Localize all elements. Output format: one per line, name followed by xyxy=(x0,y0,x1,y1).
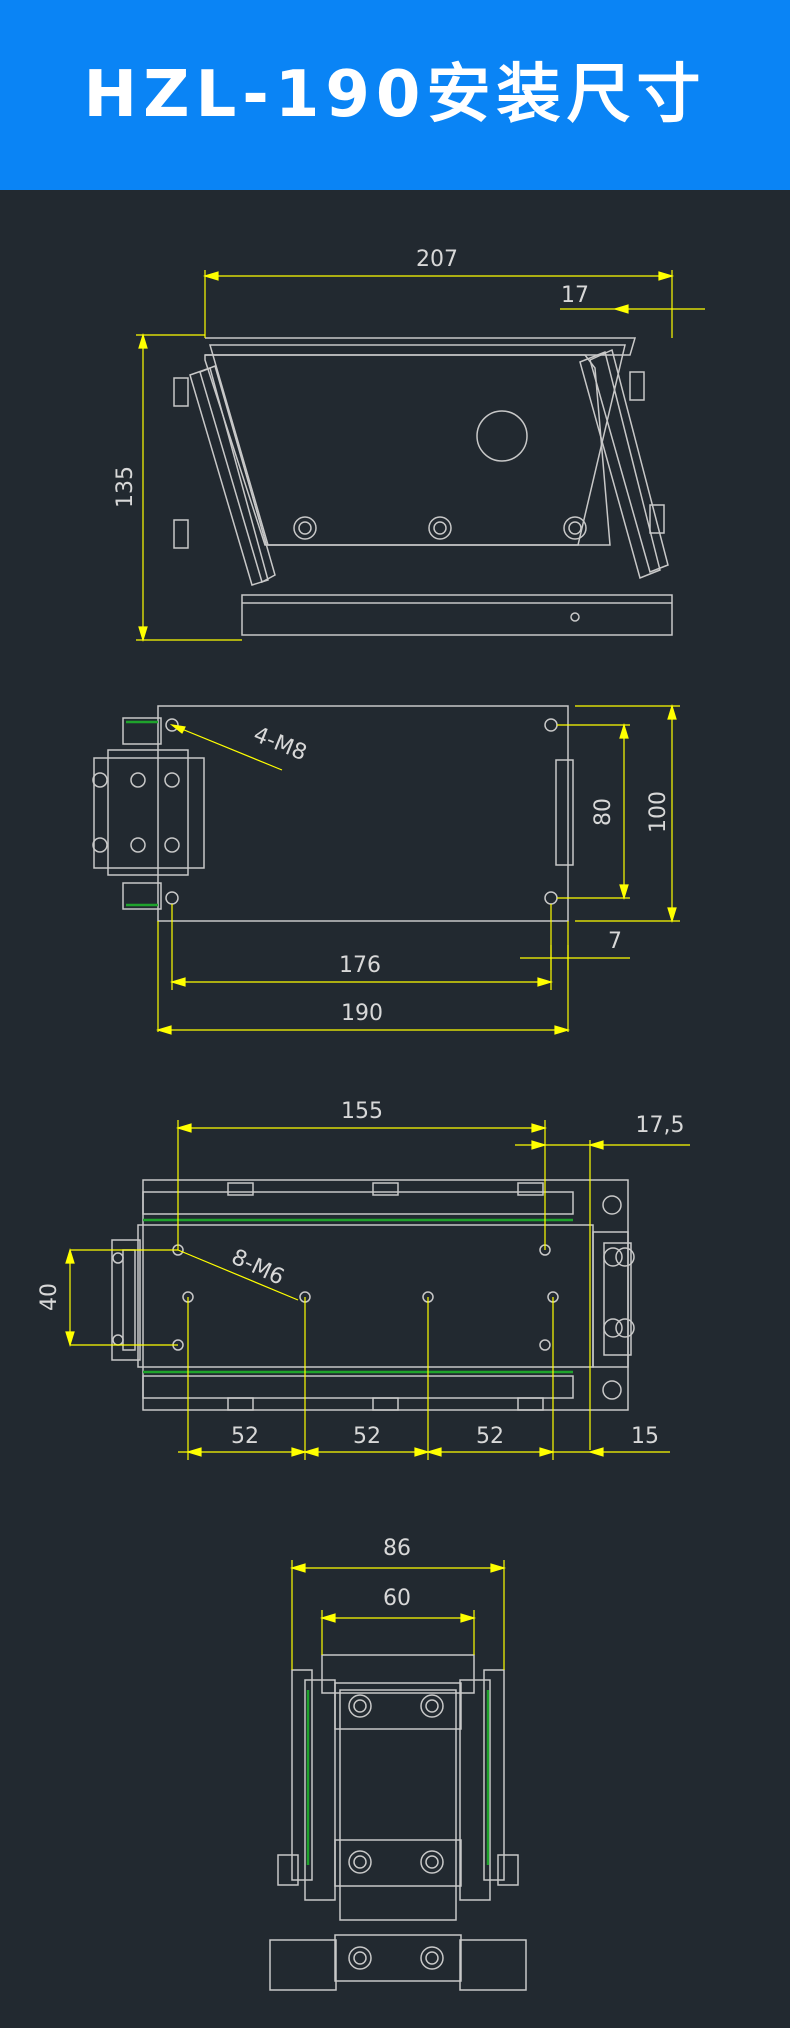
dim-side-height: 135 xyxy=(113,466,138,508)
bottom-view-dimensions xyxy=(65,1120,690,1460)
dim-top-span: 100 xyxy=(646,791,671,833)
dim-end-outer-width: 86 xyxy=(383,1536,411,1561)
top-view-accent xyxy=(126,720,158,907)
dim-side-width: 207 xyxy=(416,247,458,272)
side-view-dimensions xyxy=(136,270,705,643)
dim-bottom-end-offset: 15 xyxy=(631,1424,659,1449)
dim-top-length: 190 xyxy=(341,1001,383,1026)
dim-top-pitch: 80 xyxy=(591,798,616,826)
dim-bottom-pitch-1: 52 xyxy=(231,1424,259,1449)
end-view xyxy=(269,1654,527,1991)
top-view-dimensions xyxy=(155,703,680,1035)
installation-drawing: 207 17 135 xyxy=(37,247,705,1991)
dim-side-offset: 17 xyxy=(561,283,589,308)
bottom-view xyxy=(111,1179,635,1411)
dim-bottom-offset: 17,5 xyxy=(636,1113,685,1138)
dim-bottom-pitch-2: 52 xyxy=(353,1424,381,1449)
dim-bottom-span: 155 xyxy=(341,1099,383,1124)
page-title: HZL-190安装尺寸 xyxy=(83,58,707,132)
end-view-accent xyxy=(306,1690,490,1865)
dim-top-holes: 4-M8 xyxy=(250,722,310,766)
dim-bottom-pitch-3: 52 xyxy=(476,1424,504,1449)
dim-top-pitch-x: 176 xyxy=(339,953,381,978)
dim-bottom-pitch-y: 40 xyxy=(37,1283,62,1311)
dim-end-inner-width: 60 xyxy=(383,1586,411,1611)
header-banner xyxy=(0,0,790,190)
end-view-dimensions xyxy=(289,1560,507,1670)
dim-top-inset: 7 xyxy=(608,929,622,954)
side-view xyxy=(173,337,673,636)
bottom-view-accent xyxy=(143,1218,573,1374)
top-view xyxy=(92,705,574,922)
